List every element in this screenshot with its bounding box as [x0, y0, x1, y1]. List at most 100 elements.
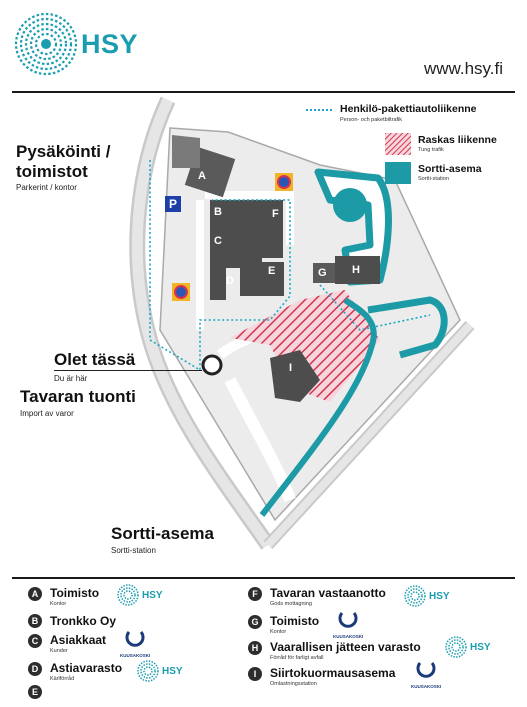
legend-heavy-sub: Tung trafik	[418, 147, 444, 153]
label-station-sub: Sortti-station	[111, 546, 156, 555]
map-letter-g: G	[318, 267, 327, 279]
site-map	[129, 96, 475, 550]
no-parking-sign-2	[172, 283, 190, 301]
label-import: Tavaran tuonti Import av varor	[20, 387, 136, 418]
parking-sign: P	[165, 196, 181, 212]
sortti-strip	[259, 297, 377, 517]
legend-route-sub: Person- och paketbiltrafik	[340, 117, 403, 123]
hsy-mini-text-3: HSY	[429, 591, 450, 602]
teal-swatch-icon	[385, 162, 411, 184]
entry-h-sub: Förråd för farligt avfall	[270, 655, 324, 661]
hsy-logo: HSY	[14, 12, 149, 76]
kuusakoski-icon-3	[416, 662, 436, 678]
label-station: Sortti-asema Sortti-station	[111, 524, 214, 555]
hsy-mini-logo-4: HSY	[444, 635, 491, 664]
kuusakoski-text: KUUSAKOSKI	[120, 653, 151, 658]
letter-e: E	[28, 685, 42, 699]
header-divider	[12, 91, 515, 93]
kuusakoski-logo-2: KUUSAKOSKI	[333, 609, 363, 639]
entry-h-title: Vaarallisen jätteen varasto	[270, 640, 421, 654]
letter-a: A	[28, 587, 42, 601]
building-legend: A Toimisto Kontor HSY B Tronkko Oy C Asi…	[0, 580, 527, 705]
hsy-mini-logo-2: HSY	[136, 659, 183, 688]
map-letter-c: C	[214, 235, 222, 247]
hsy-mini-icon-4	[445, 636, 467, 658]
map-letter-h: H	[352, 264, 360, 276]
letter-h: H	[248, 641, 262, 655]
hsy-mini-icon-3	[404, 585, 426, 607]
map-letter-f: F	[272, 208, 279, 220]
lane-north	[205, 191, 294, 245]
entry-i-title: Siirtokuormausasema	[270, 666, 396, 680]
building-i	[270, 350, 320, 402]
lower-road-inner	[265, 322, 473, 548]
hsy-mini-icon	[117, 584, 139, 606]
person-van-route	[149, 160, 291, 372]
entry-g-title: Toimisto	[270, 614, 320, 628]
map-letter-b: B	[214, 206, 222, 218]
entry-a-title: Toimisto	[50, 586, 100, 600]
label-parking-title-2: toimistot	[16, 162, 88, 181]
legend-route-title: Henkilö-pakettiautoliikenne	[340, 103, 477, 115]
entry-a-sub: Kontor	[50, 601, 67, 607]
entry-b-title: Tronkko Oy	[50, 614, 117, 628]
building-h	[335, 256, 380, 284]
kuusakoski-icon	[125, 631, 145, 647]
parking-block	[172, 135, 200, 168]
sortti-roundabout	[333, 188, 367, 222]
kuusakoski-text-2: KUUSAKOSKI	[333, 634, 364, 639]
label-station-title: Sortti-asema	[111, 524, 214, 543]
hsy-mini-text-4: HSY	[470, 642, 491, 653]
label-import-title: Tavaran tuonti	[20, 387, 136, 406]
heavy-traffic-area	[230, 290, 380, 402]
label-parking-title-1: Pysäköinti /	[16, 142, 111, 161]
building-b-c	[210, 200, 283, 300]
entry-c-sub: Kunder	[50, 648, 68, 654]
letter-d: D	[28, 662, 42, 676]
person-van-route-2	[319, 284, 431, 331]
entry-f-sub: Gods mottagning	[270, 601, 312, 607]
kuusakoski-logo-3: KUUSAKOSKI	[411, 659, 441, 689]
label-here-title: Olet tässä	[54, 350, 136, 369]
no-parking-sign-1	[275, 173, 293, 191]
kuusakoski-logo: KUUSAKOSKI	[120, 628, 150, 658]
entry-g-sub: Kontor	[270, 629, 287, 635]
letter-c: C	[28, 634, 42, 648]
map-letter-a: A	[198, 170, 206, 182]
lane-south	[224, 377, 296, 502]
map-letter-i: I	[289, 362, 293, 374]
hsy-mini-icon-2	[137, 660, 159, 682]
letter-i: I	[248, 667, 262, 681]
map-letter-e: E	[268, 265, 276, 277]
roundabout	[201, 354, 223, 376]
label-parking-sub: Parkerint / kontor	[16, 183, 77, 192]
entry-c-title: Asiakkaat	[50, 633, 107, 647]
label-import-sub: Import av varor	[20, 409, 74, 418]
logo-text: HSY	[81, 29, 139, 59]
label-here: Olet tässä Du är här	[54, 350, 202, 383]
website-url[interactable]: www.hsy.fi	[423, 59, 503, 78]
here-pointer-line	[54, 370, 202, 371]
entry-d-sub: Kärlförråd	[50, 676, 75, 682]
hsy-mini-logo-3: HSY	[403, 584, 450, 613]
kuusakoski-text-3: KUUSAKOSKI	[411, 684, 442, 689]
legend-sortti-title: Sortti-asema	[418, 163, 482, 175]
kuusakoski-icon-2	[338, 612, 358, 628]
letter-f: F	[248, 587, 262, 601]
hsy-mini-text: HSY	[142, 590, 163, 601]
hatch-swatch-icon	[385, 133, 411, 155]
hsy-mini-logo: HSY	[116, 583, 163, 612]
legend-sortti-sub: Sortti-station	[418, 176, 449, 182]
hsy-mini-text-2: HSY	[162, 666, 183, 677]
entry-f-title: Tavaran vastaanotto	[270, 586, 386, 600]
entry-i-sub: Omlastningsstation	[270, 681, 317, 687]
entry-d-title: Astiavarasto	[50, 661, 123, 675]
building-e	[262, 262, 284, 296]
footer-divider	[12, 577, 515, 579]
building-g	[313, 263, 335, 283]
letter-b: B	[28, 614, 42, 628]
map-letter-d: D	[226, 275, 234, 287]
letter-g: G	[248, 615, 262, 629]
label-parking: Pysäköinti / toimistot Parkerint / konto…	[16, 142, 110, 192]
legend-heavy-title: Raskas liikenne	[418, 134, 497, 146]
